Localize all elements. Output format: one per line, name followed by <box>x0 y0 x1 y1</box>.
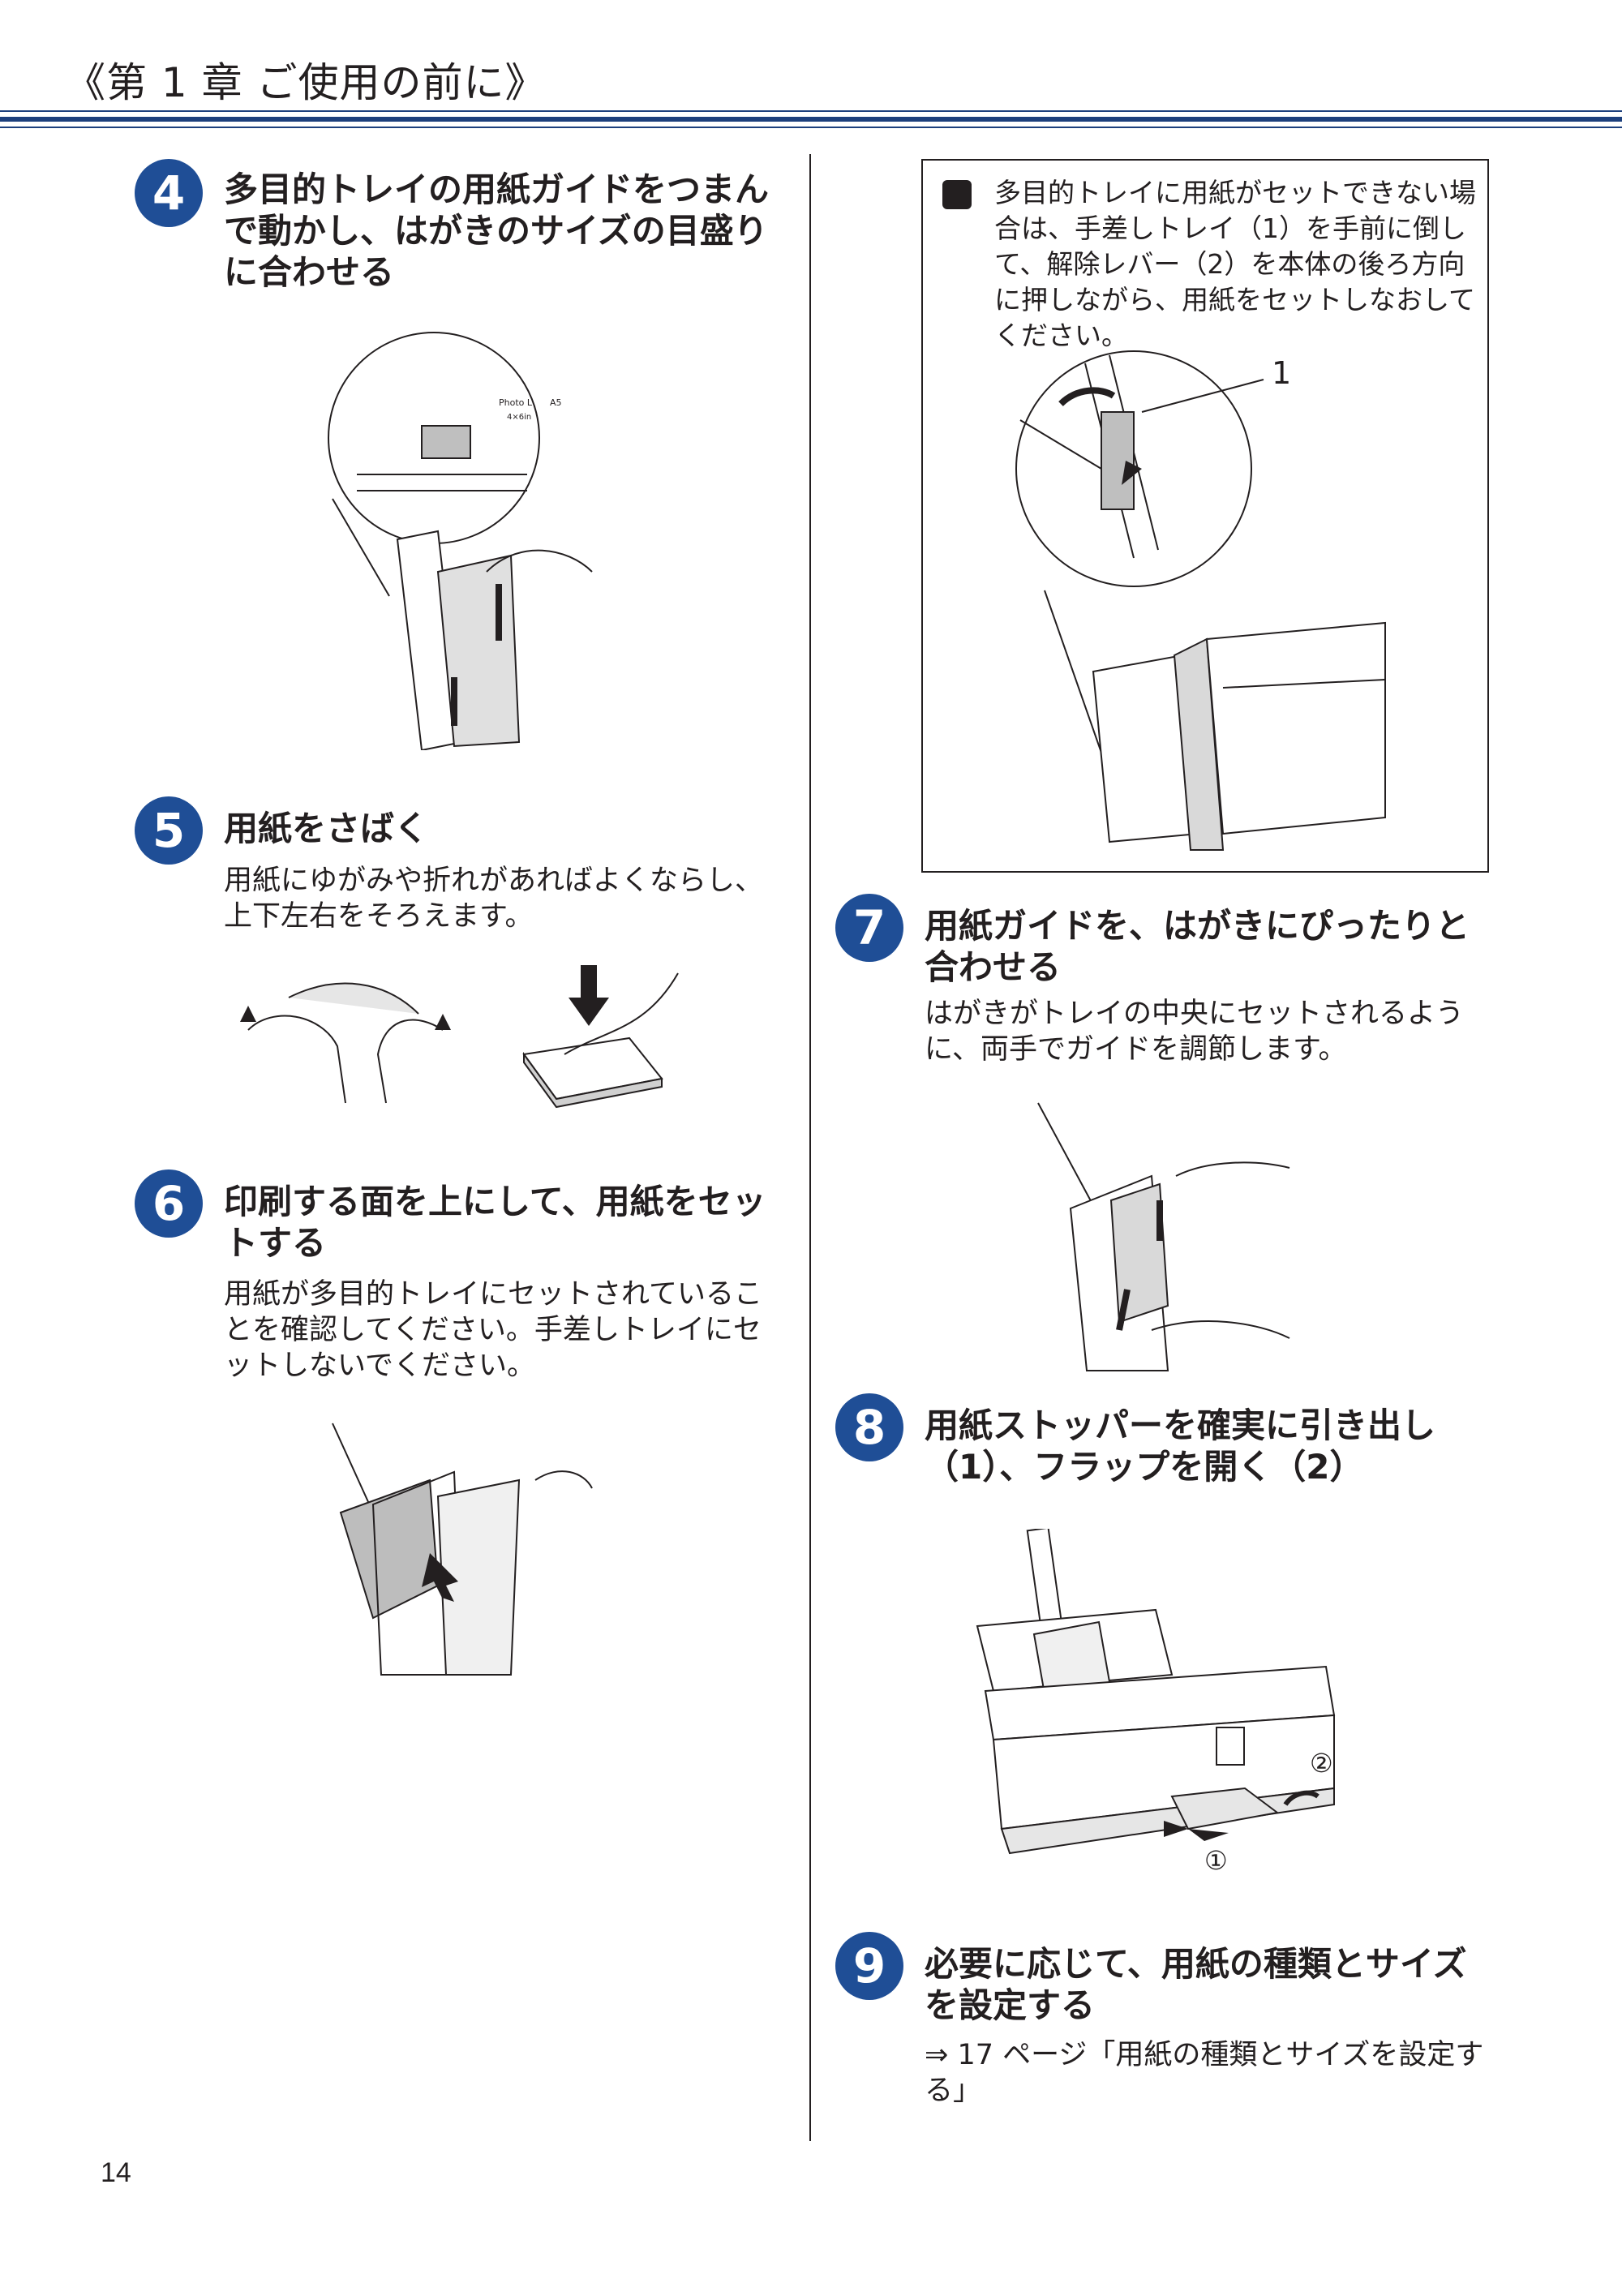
step-7-illustration <box>1037 1102 1290 1371</box>
note-text: 多目的トレイに用紙がセットできない場合は、手差しトレイ（1）を手前に倒して、解除… <box>994 177 1476 351</box>
step-8-illustration: ② ① <box>976 1529 1336 1876</box>
step-number-4: 4 <box>135 159 203 227</box>
pencil-memo-icon <box>942 180 972 209</box>
step-number-7: 7 <box>835 894 903 962</box>
header-rule <box>0 110 1622 112</box>
step-5-title: 用紙をさばく <box>224 809 429 848</box>
step-4-title: 多目的トレイの用紙ガイドをつまんで動かし、はがきのサイズの目盛りに合わせる <box>224 170 770 292</box>
note-box: 多目的トレイに用紙がセットできない場合は、手差しトレイ（1）を手前に倒して、解除… <box>921 159 1489 873</box>
step-number-6: 6 <box>135 1169 203 1238</box>
step-6-body: 用紙が多目的トレイにセットされていることを確認してください。手差しトレイにセット… <box>224 1278 762 1382</box>
column-divider <box>809 154 811 2141</box>
step-8-title: 用紙ストッパーを確実に引き出し（1）、フラップを開く（2） <box>925 1405 1436 1487</box>
chapter-header: 《第 1 章 ご使用の前に》 <box>65 59 547 106</box>
step-number-8: 8 <box>835 1393 903 1461</box>
header-rule-thick <box>0 117 1622 122</box>
step-9-title: 必要に応じて、用紙の種類とサイズを設定する <box>925 1944 1467 2025</box>
step-7-title: 用紙ガイドを、はがきにぴったりと合わせる <box>925 906 1470 987</box>
scale-label-a5: A5 <box>550 397 562 408</box>
step-number-5: 5 <box>135 796 203 865</box>
scale-label-size: 4×6in <box>507 413 531 422</box>
scale-label-photo: Photo L <box>499 397 533 408</box>
step-4-illustration: Photo L 4×6in A5 <box>328 332 593 750</box>
step-8-callout-1: ① <box>1204 1845 1228 1876</box>
step-8-callout-2: ② <box>1310 1748 1333 1779</box>
page-number: 14 <box>101 2157 131 2188</box>
step-6-title: 印刷する面を上にして、用紙をセットする <box>224 1182 766 1263</box>
step-number-9: 9 <box>835 1932 903 2000</box>
note-illustration: 1 2 <box>1015 350 1386 851</box>
callout-1: 1 <box>1272 355 1291 391</box>
step-5-body: 用紙にゆがみや折れがあればよくならし、上下左右をそろえます。 <box>224 865 764 933</box>
step-6-illustration <box>332 1423 593 1676</box>
header-rule-bottom <box>0 127 1622 128</box>
step-7-body: はがきがトレイの中央にセットされるように、両手でガイドを調節します。 <box>925 998 1465 1066</box>
step-5-illustration <box>240 965 679 1109</box>
step-9-body[interactable]: ⇒ 17 ページ「用紙の種類とサイズを設定する」 <box>925 2039 1484 2107</box>
